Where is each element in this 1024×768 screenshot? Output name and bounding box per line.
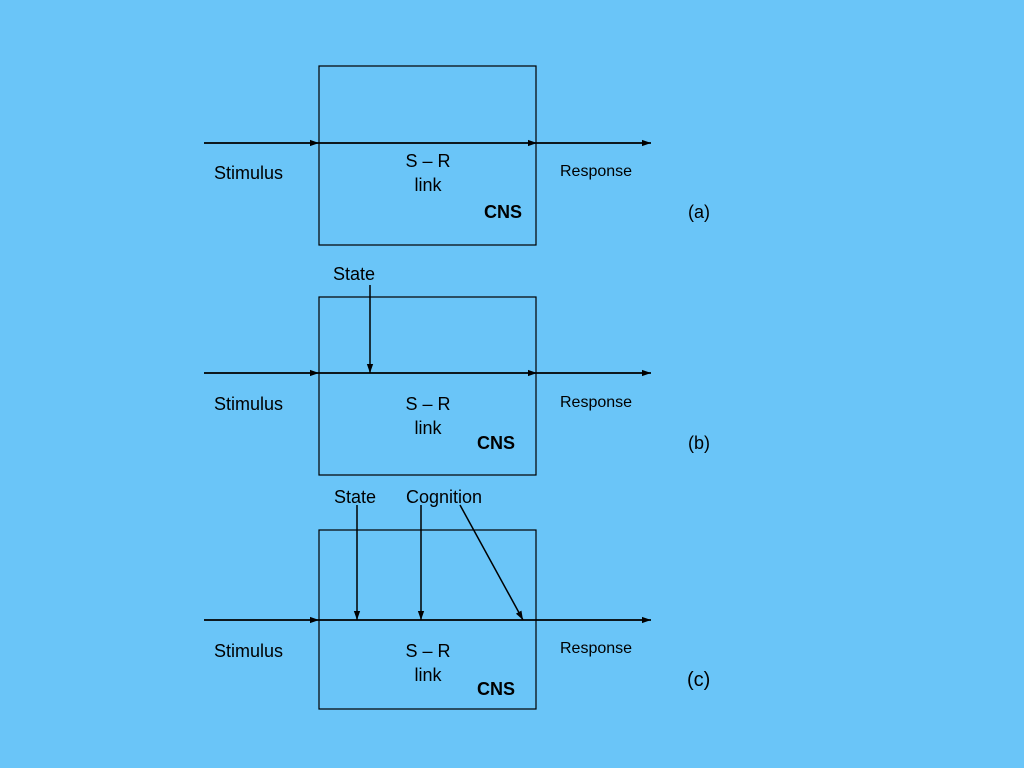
panel-tag-c: (c)	[687, 669, 711, 691]
stimulus-label-c: Stimulus	[214, 641, 284, 661]
sr-link-label-b-line2: link	[414, 418, 442, 438]
sr-link-label-b: S – R	[405, 394, 451, 414]
sr-link-label-c-line2: link	[414, 665, 442, 685]
sr-link-label-a-line2: link	[414, 175, 442, 195]
cognition-diagonal-arrow-c	[459, 504, 524, 621]
cns-label-b: CNS	[477, 433, 516, 453]
response-label-b: Response	[560, 394, 633, 411]
sr-link-label-a: S – R	[405, 151, 451, 171]
stimulus-label-a: Stimulus	[214, 163, 284, 183]
state-label-c: State	[334, 487, 377, 507]
panel-tag-a: (a)	[688, 202, 710, 222]
cns-label-c: CNS	[477, 679, 516, 699]
stimulus-label-b: Stimulus	[214, 394, 284, 414]
cognition-label-c: Cognition	[406, 487, 483, 507]
panel-tag-b: (b)	[688, 433, 710, 453]
cns-label-a: CNS	[484, 202, 523, 222]
response-label-c: Response	[560, 640, 633, 657]
sr-link-label-c: S – R	[405, 641, 451, 661]
cns-box-b	[318, 296, 537, 476]
response-label-a: Response	[560, 163, 633, 180]
cns-box-a	[318, 65, 537, 246]
state-label-b: State	[333, 264, 376, 284]
